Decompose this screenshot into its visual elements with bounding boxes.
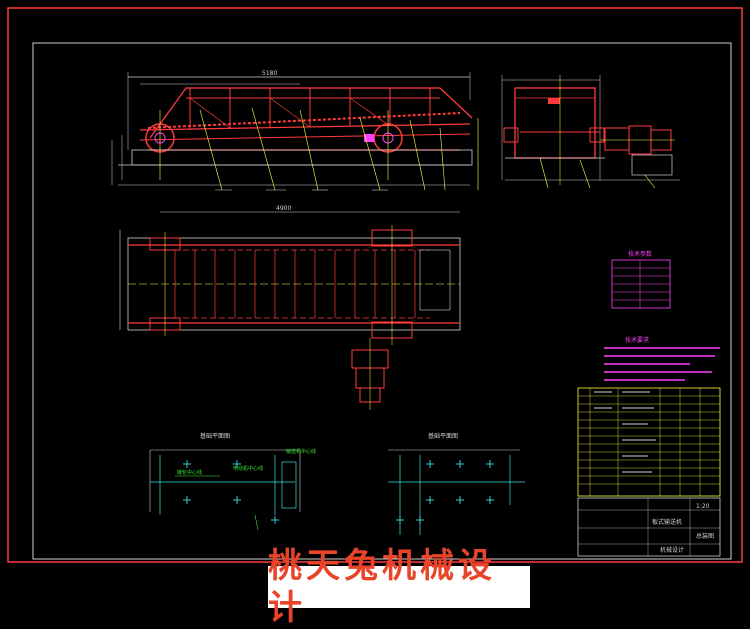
parts-list bbox=[577, 387, 721, 497]
foundation-plan-left: 基础平面图 链轮中心线 电动机中心线 输送机中心线 bbox=[149, 432, 316, 531]
plan-view: 4900 bbox=[119, 205, 461, 410]
foundation-label-right: 基础平面图 bbox=[428, 432, 458, 440]
foundation-plan-right: 基础平面图 bbox=[388, 432, 525, 535]
spec-table: 技术参数 bbox=[611, 250, 671, 309]
note-conveyor-center: 输送机中心线 bbox=[286, 448, 316, 455]
title-block-main: 板式输送机 bbox=[652, 518, 682, 526]
elevation-view: 5180 bbox=[111, 70, 479, 191]
tech-notes: 技术要求 bbox=[604, 336, 720, 381]
dim-plan-width: 4900 bbox=[276, 205, 291, 212]
note-sprocket-center: 链轮中心线 bbox=[177, 469, 202, 476]
note-motor-center: 电动机中心线 bbox=[233, 465, 263, 472]
title-block: 板式输送机 总装图 1:20 机械设计 bbox=[577, 497, 721, 557]
cad-drawing: 5180 bbox=[7, 7, 743, 563]
dim-total-length: 5180 bbox=[262, 70, 277, 77]
spec-table-title: 技术参数 bbox=[628, 250, 652, 258]
title-block-org: 机械设计 bbox=[660, 546, 684, 554]
drawing-frame-inner bbox=[32, 42, 732, 560]
watermark-text: 桃天兔机械设计 bbox=[268, 546, 496, 628]
side-view bbox=[501, 75, 680, 189]
drawing-frame-outer bbox=[7, 7, 743, 563]
notes-title: 技术要求 bbox=[625, 336, 649, 344]
title-block-scale: 1:20 bbox=[696, 503, 710, 510]
watermark-banner: 桃天兔机械设计 bbox=[268, 546, 530, 628]
foundation-label-left: 基础平面图 bbox=[200, 432, 230, 440]
title-block-drawing: 总装图 bbox=[696, 532, 714, 540]
